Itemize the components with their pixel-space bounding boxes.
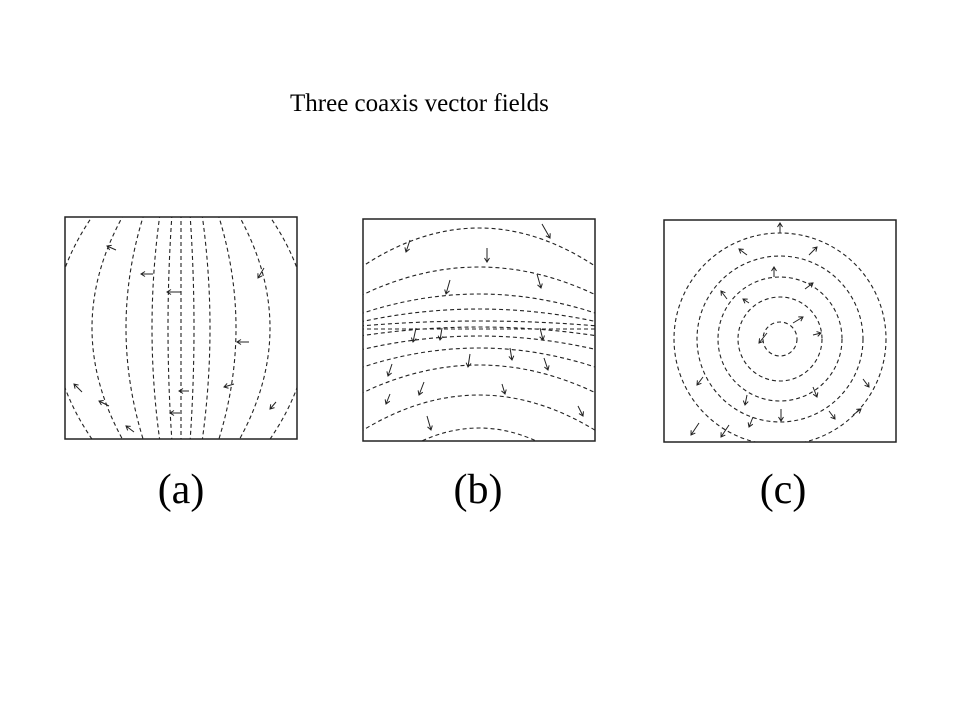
vector-arrow: [738, 248, 748, 256]
vector-arrow: [269, 401, 277, 410]
clip-group: [673, 222, 887, 442]
field-line-upper: [363, 266, 595, 296]
field-line-left: [125, 217, 144, 439]
vector-arrow: [223, 383, 235, 389]
field-line-upper: [363, 320, 595, 327]
vector-arrow: [437, 327, 444, 341]
vector-arrow: [792, 316, 804, 324]
vector-arrow: [384, 393, 391, 405]
vector-arrow: [690, 422, 700, 436]
vector-arrow: [777, 222, 783, 233]
field-line-upper: [363, 293, 595, 314]
vector-arrow: [404, 239, 411, 253]
vector-arrow: [257, 267, 265, 279]
field-line-upper: [363, 227, 595, 267]
vector-arrow: [758, 332, 768, 344]
vector-arrow: [828, 410, 836, 420]
vector-arrow: [808, 246, 818, 256]
vector-arrow: [536, 273, 543, 289]
field-line-left: [65, 217, 93, 439]
panel-c: [663, 219, 897, 443]
field-line-right: [238, 217, 271, 439]
vector-arrow: [720, 424, 730, 438]
vector-arrow: [543, 357, 550, 371]
field-line-left: [167, 217, 173, 439]
clip-group: [65, 217, 297, 439]
vector-arrow: [577, 405, 584, 417]
vector-arrow: [465, 353, 472, 368]
clip-group: [363, 223, 595, 441]
vector-arrow: [426, 415, 433, 431]
vector-arrow: [386, 363, 393, 377]
field-line-right: [218, 217, 237, 439]
field-line-lower: [363, 326, 595, 337]
vector-arrow: [236, 339, 249, 345]
field-line-right: [189, 217, 195, 439]
field-line-lower: [363, 335, 595, 350]
vector-arrow: [771, 266, 777, 277]
field-circle: [696, 255, 864, 423]
vector-arrow: [812, 386, 819, 398]
vector-arrow: [742, 394, 749, 406]
field-line-lower: [363, 347, 595, 368]
field-line-left: [91, 217, 124, 439]
field-diagram-a: [64, 216, 298, 440]
panel-label-c: (c): [759, 467, 807, 513]
field-diagram-c: [663, 219, 897, 443]
vector-arrow: [501, 383, 507, 395]
vector-arrow: [862, 378, 870, 388]
field-line-lower: [363, 394, 595, 431]
vector-arrow: [539, 327, 545, 341]
vector-arrow: [410, 327, 417, 343]
field-line-right: [269, 217, 297, 439]
vector-arrow: [508, 347, 515, 361]
field-circle: [717, 276, 843, 402]
field-circle: [737, 296, 823, 382]
vector-arrow: [742, 298, 750, 304]
vector-arrow: [98, 400, 110, 407]
panel-b: [362, 218, 596, 442]
vector-arrow: [140, 271, 153, 277]
vector-arrow: [73, 383, 83, 393]
panel-label-a: (a): [157, 467, 205, 513]
vector-arrow: [720, 290, 728, 300]
field-diagram-b: [362, 218, 596, 442]
vector-arrow: [106, 244, 117, 251]
field-circle: [762, 321, 798, 357]
vector-arrow: [484, 248, 490, 263]
vector-arrow: [178, 388, 189, 394]
vector-arrow: [812, 331, 822, 337]
field-line-left: [151, 217, 161, 439]
field-line-lower: [363, 364, 595, 394]
panel-a: [64, 216, 298, 440]
vector-arrow: [169, 410, 180, 416]
field-line-right: [201, 217, 211, 439]
vector-arrow: [125, 425, 135, 433]
vector-arrow: [804, 282, 814, 290]
field-line-upper: [363, 308, 595, 322]
field-circle: [673, 232, 887, 442]
vector-arrow: [417, 381, 425, 396]
figure-title: Three coaxis vector fields: [290, 90, 549, 117]
frame-b: [362, 218, 596, 442]
frame-c: [663, 219, 897, 443]
vector-arrow: [444, 279, 451, 295]
vector-arrow: [541, 223, 551, 239]
panel-label-b: (b): [453, 467, 503, 513]
vector-arrow: [747, 416, 754, 428]
vector-arrow: [166, 289, 181, 295]
vector-arrow: [778, 409, 784, 422]
vector-arrow: [696, 376, 704, 386]
vector-arrow: [852, 408, 862, 416]
field-line-lower: [420, 427, 538, 441]
